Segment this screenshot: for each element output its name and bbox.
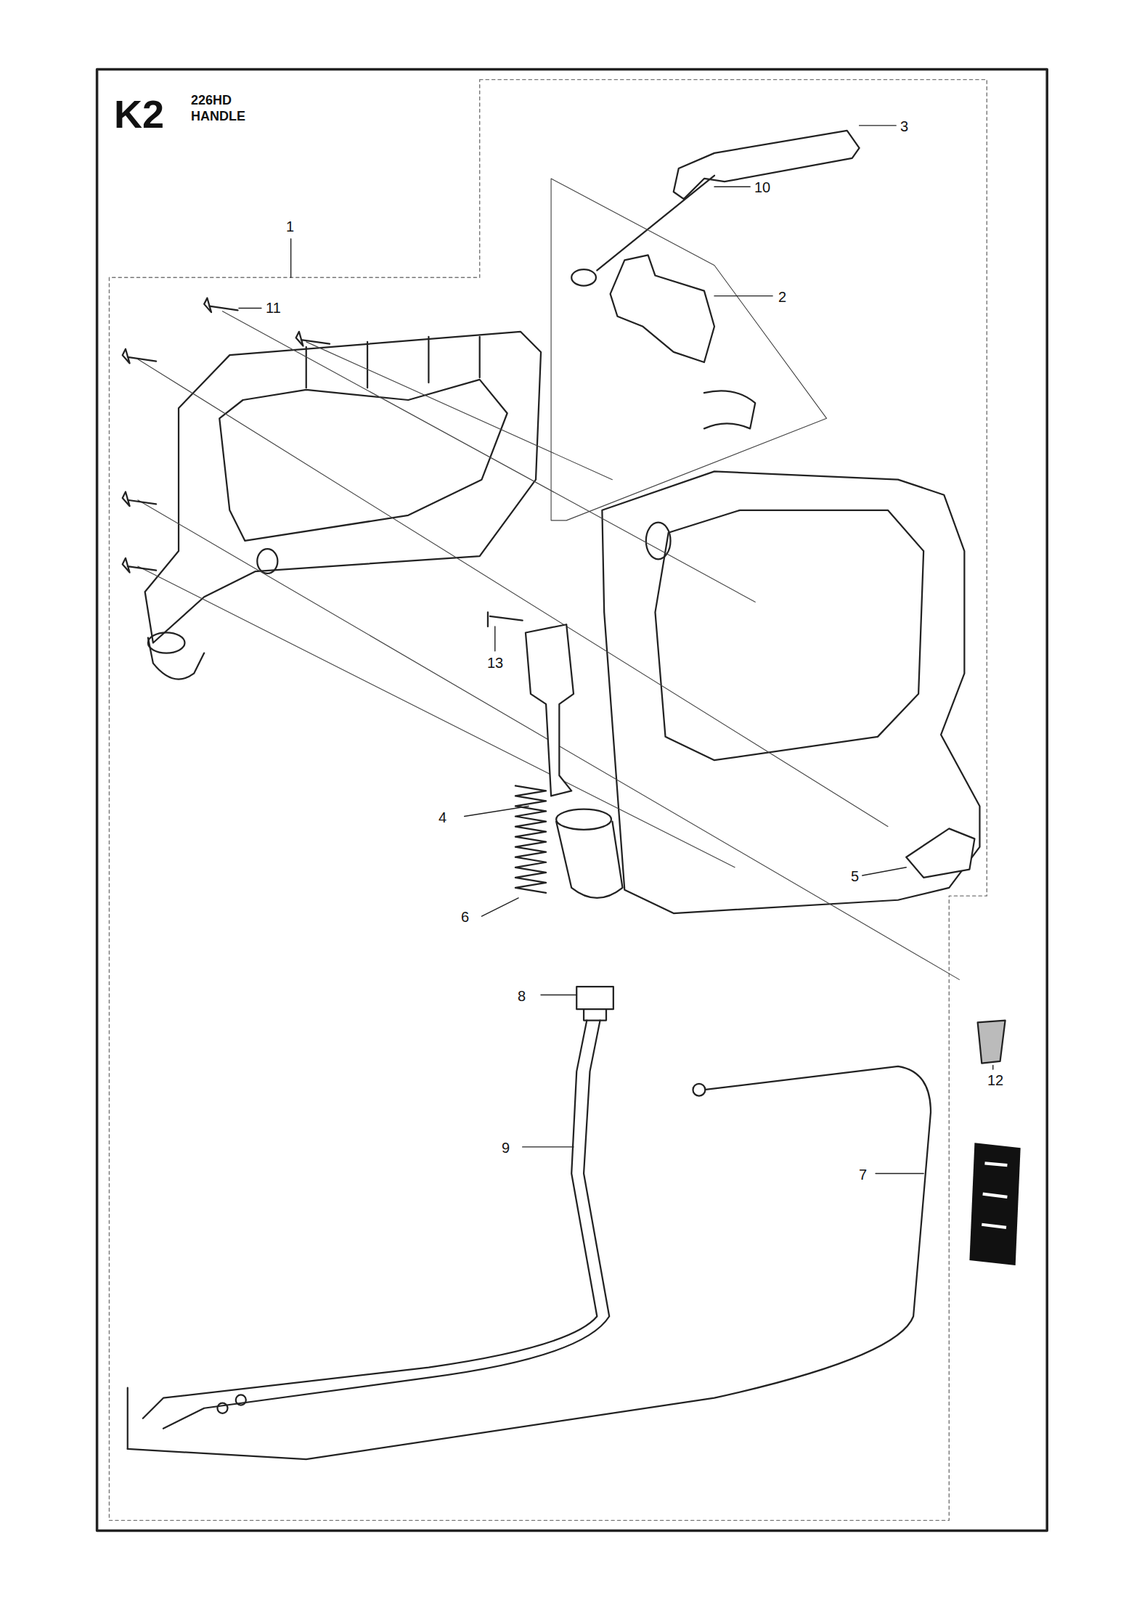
callout-number: 13 [485, 654, 505, 671]
model-name: 226HD [189, 92, 234, 108]
sheet-code: K2 [112, 93, 166, 135]
callout-number: 10 [752, 179, 772, 196]
callout-number: 12 [985, 1072, 1005, 1089]
callout-number: 5 [849, 868, 861, 885]
callout-number: 7 [857, 1166, 869, 1183]
callout-number: 6 [459, 908, 471, 925]
callout-number: 11 [264, 299, 283, 316]
sheet-title: HANDLE [189, 108, 247, 124]
callout-number: 1 [284, 218, 296, 235]
callout-number: 8 [516, 988, 528, 1005]
callout-number: 4 [437, 809, 448, 826]
callout-number: 2 [776, 288, 788, 305]
callout-number: 3 [898, 118, 910, 135]
callout-number: 9 [500, 1139, 512, 1156]
